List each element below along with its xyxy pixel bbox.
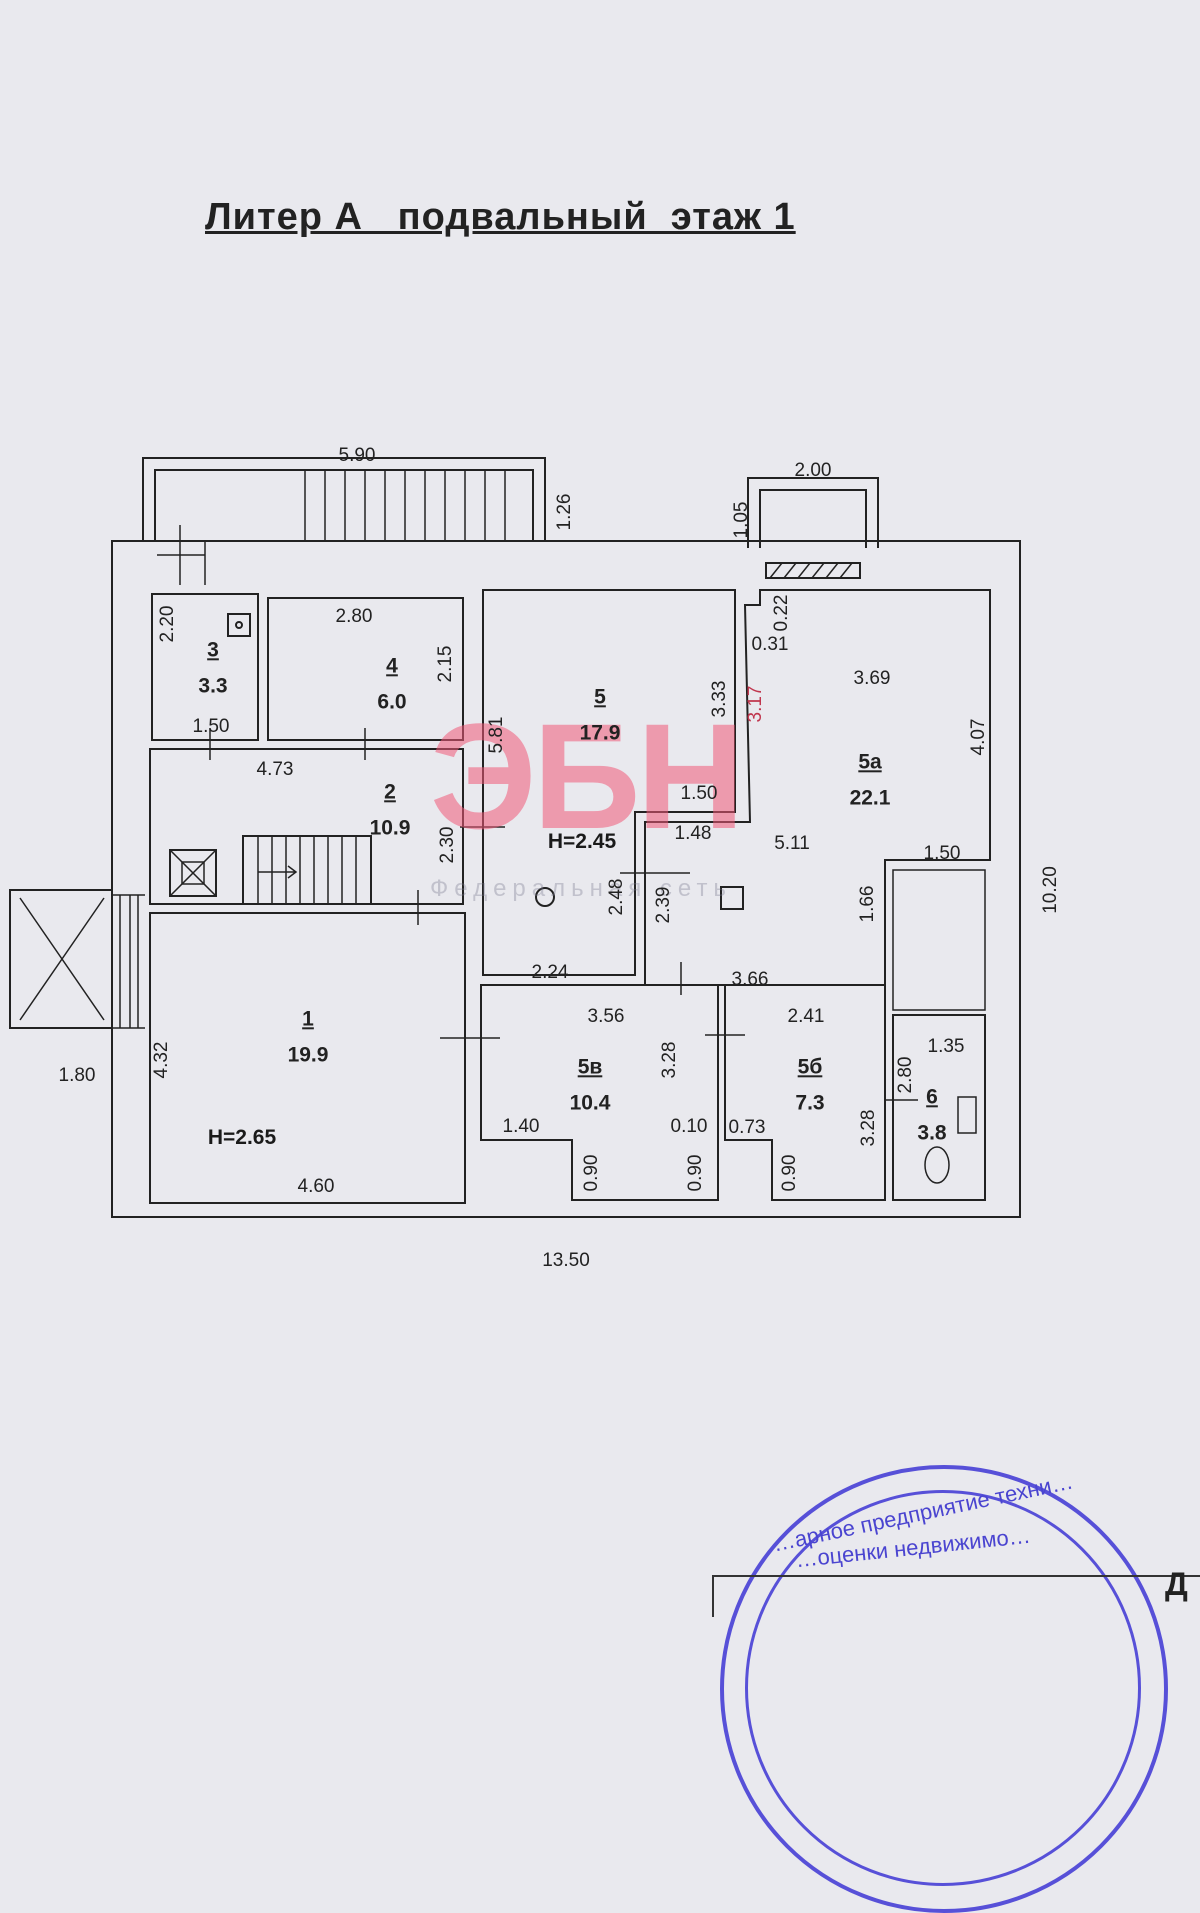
dimension: 3.28 [858, 1109, 879, 1147]
room-5b [724, 984, 886, 1201]
dimension: 1.35 [927, 1036, 965, 1057]
dimension: 3.33 [709, 680, 730, 718]
stove-icon [720, 886, 744, 910]
toilet-bowl-icon [924, 1146, 950, 1184]
dimension: 2.15 [435, 645, 456, 683]
dimension: 2.39 [653, 886, 674, 924]
dimension: 4.73 [256, 759, 294, 780]
dimension: 1.26 [554, 493, 575, 531]
dimension: 0.22 [771, 594, 792, 632]
dimension: 10.20 [1040, 866, 1061, 914]
dimension: 2.41 [787, 1006, 825, 1027]
watermark-subtitle: Федеральная сеть [430, 875, 732, 902]
dimension: 0.90 [779, 1154, 800, 1192]
dimension: 1.05 [731, 501, 752, 539]
outer-wall [111, 540, 1021, 1218]
dimension: 3.17 [745, 685, 766, 723]
ceiling-height-room5: H=2.45 [547, 830, 617, 853]
dimension: 2.80 [895, 1056, 916, 1094]
room-5v [480, 984, 719, 1201]
inner-stair [242, 835, 372, 904]
dimension: 4.07 [968, 718, 989, 756]
dimension: 4.32 [151, 1041, 172, 1079]
dimension: 2.24 [531, 962, 569, 983]
dimension: 2.80 [335, 606, 373, 627]
dimension: 1.50 [923, 843, 961, 864]
dimension: 3.66 [731, 969, 769, 990]
left-entrance [9, 889, 113, 1029]
light-well [747, 477, 879, 548]
room-5a [644, 589, 991, 986]
dimension: 1.40 [502, 1116, 540, 1137]
room-3 [151, 593, 259, 741]
room-1 [149, 912, 466, 1204]
top-stair-steps [304, 470, 506, 541]
toilet-icon [957, 1096, 977, 1134]
dimension: 1.50 [680, 783, 718, 804]
top-stair-structure [142, 457, 546, 541]
dimension: 5.11 [774, 833, 810, 854]
dimension: 0.73 [728, 1117, 766, 1138]
plan-title: Литер А подвальный этаж 1 [205, 196, 796, 238]
dimension: 1.48 [674, 823, 712, 844]
room-5 [482, 589, 736, 976]
dimension: 0.10 [670, 1116, 708, 1137]
dimension: 1.50 [192, 716, 230, 737]
dimension: 0.31 [751, 634, 789, 655]
dimension: 3.56 [587, 1006, 625, 1027]
dimension: 1.66 [857, 885, 878, 923]
room-6 [892, 1014, 986, 1201]
room-2 [149, 748, 464, 905]
dimension: 2.00 [794, 460, 832, 481]
column-icon [535, 887, 555, 907]
dimension: 2.48 [606, 878, 627, 916]
dimension: 2.30 [437, 826, 458, 864]
dimension: 4.60 [297, 1176, 335, 1197]
hatched-opening [765, 562, 861, 579]
dimension: 2.20 [157, 605, 178, 643]
ceiling-height-room1: H=2.65 [207, 1126, 277, 1149]
dimension: 5.90 [338, 445, 376, 466]
dimension: 1.80 [58, 1065, 96, 1086]
dimension: 0.90 [685, 1154, 706, 1192]
dimension: 13.50 [542, 1250, 590, 1271]
floor-plan-drawing [9, 457, 1021, 1218]
watermark-logo: ЭБН [430, 692, 745, 860]
dimension: 0.90 [581, 1154, 602, 1192]
corner-text: Д [1165, 1566, 1188, 1602]
dimension: 5.81 [486, 716, 507, 754]
dimension: 3.69 [853, 668, 891, 689]
document-frame [712, 1575, 1200, 1617]
dimension: 3.28 [659, 1041, 680, 1079]
sink-icon [227, 613, 251, 637]
ventilation-icon [169, 849, 217, 897]
